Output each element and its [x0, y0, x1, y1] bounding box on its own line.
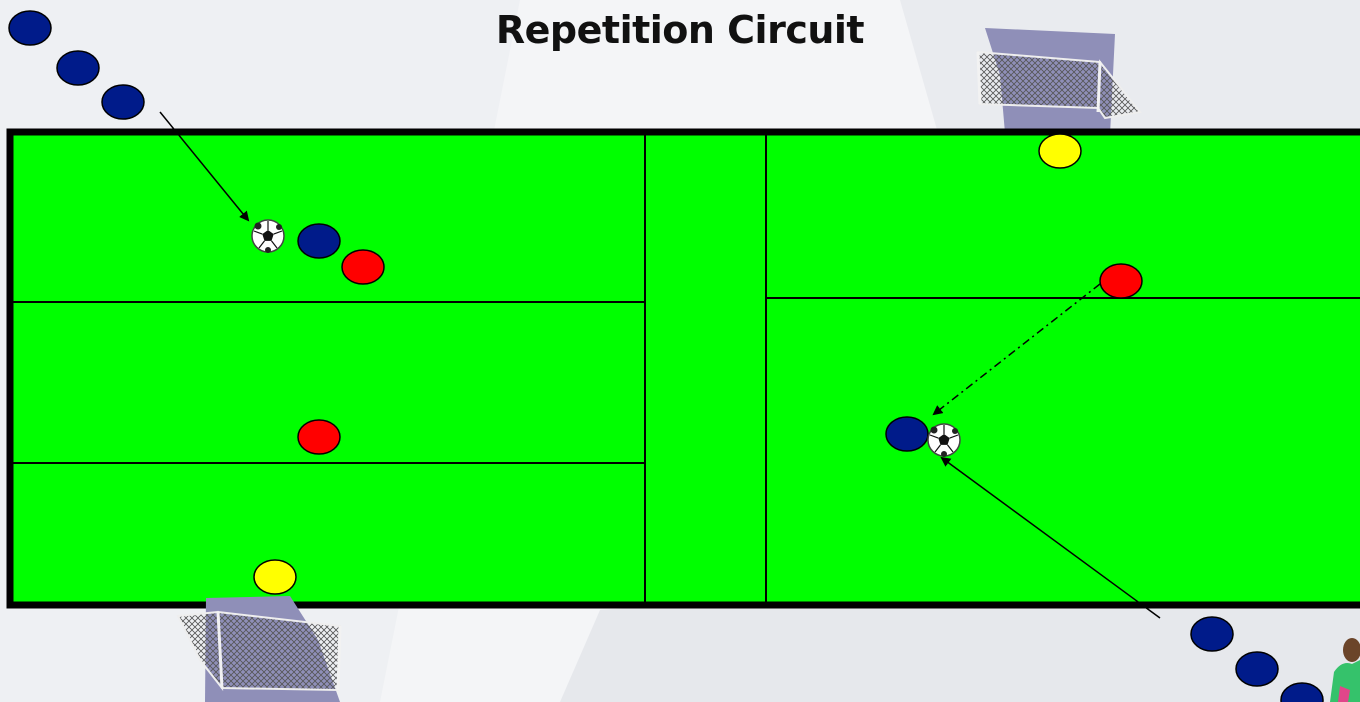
page-title: Repetition Circuit [495, 8, 865, 52]
blue-player [885, 416, 929, 452]
red-player [1099, 263, 1143, 299]
blue-player [56, 50, 100, 86]
blue-player [297, 223, 341, 259]
run-arrow [932, 283, 1101, 416]
soccer-ball-icon [927, 423, 961, 458]
blue-player [1235, 651, 1279, 687]
top-goal-icon [976, 28, 1142, 135]
red-player [341, 249, 385, 285]
pitch [6, 128, 1360, 609]
bottom-goal-icon [176, 596, 342, 702]
blue-player [1280, 682, 1324, 702]
pass-arrow [159, 111, 250, 222]
blue-player [101, 84, 145, 120]
pass-arrow [940, 456, 1161, 619]
blue-player [8, 10, 52, 46]
red-player [297, 419, 341, 455]
soccer-ball-icon [251, 219, 285, 254]
goalkeeper [253, 559, 297, 595]
goalkeeper [1038, 133, 1082, 169]
blue-player [1190, 616, 1234, 652]
coach-photo [1330, 638, 1360, 702]
